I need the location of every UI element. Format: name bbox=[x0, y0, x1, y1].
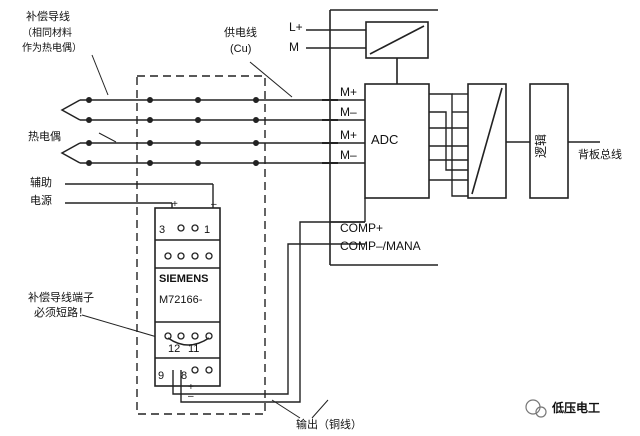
supply-wire-material: (Cu) bbox=[230, 43, 251, 55]
terminal-ch-b-plus: M+ bbox=[340, 128, 357, 142]
aux-plus-sign: + bbox=[172, 199, 178, 210]
aux-power-wires bbox=[65, 183, 214, 208]
output-wire-label: 输出（铜线） bbox=[296, 417, 362, 431]
comp-wire-label-1: 补偿导线 bbox=[26, 9, 70, 23]
terminal-comp-plus: COMP+ bbox=[340, 221, 383, 235]
isolation-block bbox=[467, 83, 507, 199]
comp-wire-label-2: （相同材料 bbox=[22, 26, 72, 39]
dcdc-converter-block bbox=[365, 21, 429, 59]
pin-8-label: 8 bbox=[181, 370, 187, 382]
supply-wire-label: 供电线 bbox=[224, 25, 257, 39]
logic-block bbox=[529, 83, 569, 199]
comp-wire-label-3: 作为热电偶） bbox=[22, 41, 82, 54]
terminal-ch-a-plus: M+ bbox=[340, 85, 357, 99]
thermocouple-2 bbox=[60, 142, 330, 164]
pin-3-label: 3 bbox=[159, 224, 165, 236]
terminal-ch-a-minus: M– bbox=[340, 105, 357, 119]
adc-block bbox=[364, 83, 430, 199]
short-link-12-11 bbox=[167, 337, 210, 346]
thermocouple-1 bbox=[60, 99, 330, 121]
short-note-label-2: 必须短路！ bbox=[34, 305, 89, 319]
thermocouple-label: 热电偶 bbox=[28, 130, 61, 143]
terminal-m: M bbox=[289, 40, 299, 54]
terminal-l-plus: L+ bbox=[289, 20, 303, 34]
model-label: M72166- bbox=[159, 294, 203, 306]
aux-power-label-1: 辅助 bbox=[30, 175, 52, 189]
brand-label: SIEMENS bbox=[159, 273, 209, 285]
output-minus-sign: – bbox=[188, 391, 194, 402]
watermark-text: 低压电工 bbox=[551, 400, 600, 415]
terminal-ch-b-minus: M– bbox=[340, 148, 357, 162]
junction-dots bbox=[86, 97, 259, 166]
power-terminal-wires bbox=[306, 29, 366, 49]
compensation-box bbox=[154, 207, 221, 387]
adc-isolation-bus bbox=[429, 93, 468, 197]
aux-power-label-2: 电源 bbox=[30, 193, 52, 207]
pin-9-label: 9 bbox=[158, 370, 164, 382]
terminal-comp-mana: COMP–/MANA bbox=[340, 239, 421, 253]
output-wires bbox=[172, 221, 330, 403]
pin-1-label: 1 bbox=[204, 224, 210, 236]
pin-12-label: 12 bbox=[168, 343, 180, 355]
watermark-logo bbox=[525, 399, 547, 418]
logic-label: 逻辑 bbox=[534, 134, 548, 158]
backplane-label: 背板总线 bbox=[578, 147, 622, 161]
aux-minus-sign: – bbox=[211, 199, 217, 210]
adc-label: ADC bbox=[371, 132, 398, 147]
output-plus-sign: + bbox=[188, 382, 194, 393]
pin-11-label: 11 bbox=[188, 343, 199, 355]
comp-box-pins bbox=[164, 224, 213, 374]
short-note-label-1: 补偿导线端子 bbox=[28, 290, 94, 304]
